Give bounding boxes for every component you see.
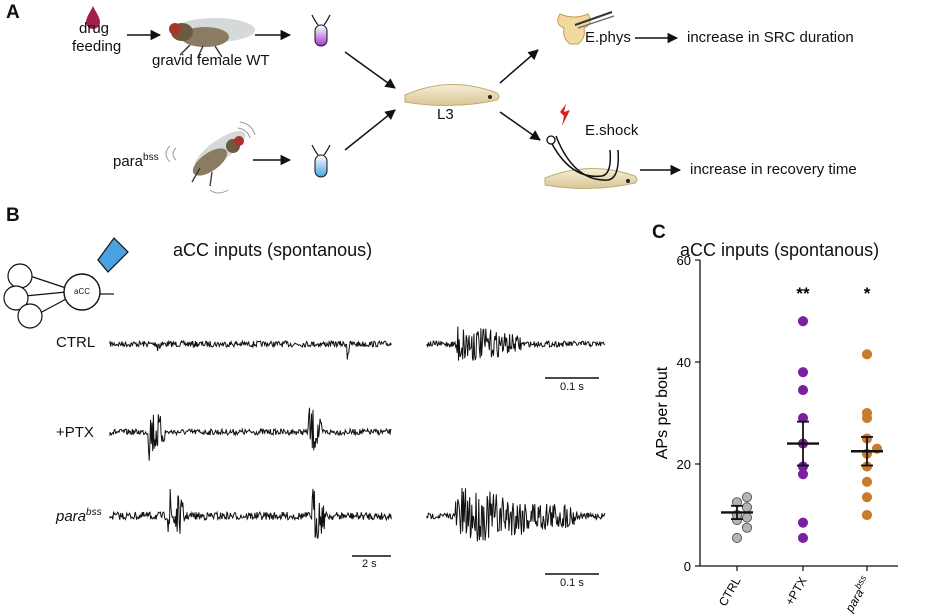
panel-c-letter: C (652, 222, 666, 243)
x-tick-label: parabss (840, 573, 874, 614)
row-para-label: parabss (56, 507, 102, 525)
egg-purple-icon (311, 14, 331, 47)
significance-marker: * (864, 284, 871, 303)
drug-label-line1: drug (79, 20, 110, 37)
data-point (741, 512, 753, 523)
neuron-schematic (3, 237, 129, 329)
y-tick-label: 40 (677, 355, 691, 370)
female-label: gravid female WT (152, 52, 270, 69)
eshock-label: E.shock (585, 122, 639, 139)
eshock-larva-icon (544, 104, 638, 190)
flow-arrows (127, 29, 682, 176)
para-fly-icon (165, 121, 256, 194)
cns-prep-icon (557, 11, 615, 45)
lightning-icon (560, 104, 570, 126)
significance-marker: ** (796, 284, 810, 303)
trace-ctrl (109, 339, 392, 360)
trace-ptx (109, 407, 392, 461)
outcome-recovery: increase in recovery time (690, 161, 857, 178)
data-point (861, 407, 873, 419)
x-tick-label: CTRL (716, 574, 744, 608)
panel-c-title: aCC inputs (spontanous) (680, 240, 880, 260)
trace-para-zoom (426, 487, 606, 542)
data-point (861, 492, 873, 503)
outcome-src: increase in SRC duration (687, 29, 854, 46)
panel-b-title: aCC inputs (spontanous) (173, 240, 373, 260)
larva-icon (404, 84, 500, 107)
scale-0.1s-top-label: 0.1 s (560, 381, 584, 393)
scale-0.1s-bottom-label: 0.1 s (560, 577, 584, 589)
data-point (797, 532, 809, 544)
row-ptx-label: +PTX (56, 424, 94, 441)
trace-ctrl-zoom (426, 326, 606, 361)
ephys-label: E.phys (585, 29, 631, 46)
panel-a-schematic (86, 6, 682, 194)
data-point (797, 316, 809, 327)
data-point (731, 532, 743, 544)
neuron-label: aCC (74, 287, 91, 296)
panel-b-letter: B (6, 205, 20, 226)
para-label: parabss (113, 152, 159, 170)
data-point (741, 502, 753, 513)
y-axis-label: APs per bout (654, 366, 671, 459)
data-point (741, 522, 753, 533)
larva-label: L3 (437, 106, 454, 123)
x-tick-label: +PTX (782, 575, 809, 608)
data-point (861, 509, 873, 521)
drug-drop-icon (86, 6, 100, 29)
ephys-traces (109, 326, 606, 575)
y-tick-label: 0 (684, 559, 691, 574)
y-tick-label: 60 (677, 255, 691, 268)
drug-label-line2: feeding (72, 38, 122, 55)
panel-a-letter: A (6, 2, 20, 23)
data-point (861, 349, 873, 360)
egg-blue-icon (311, 144, 331, 178)
data-point (741, 492, 753, 503)
female-fly-icon (169, 18, 255, 58)
data-point (797, 384, 809, 396)
data-point (797, 517, 809, 528)
trace-para (109, 488, 392, 540)
y-tick-label: 20 (677, 457, 691, 472)
data-point (797, 367, 809, 378)
data-point (861, 476, 873, 487)
scale-2s-label: 2 s (362, 558, 377, 570)
row-ctrl-label: CTRL (56, 334, 96, 351)
